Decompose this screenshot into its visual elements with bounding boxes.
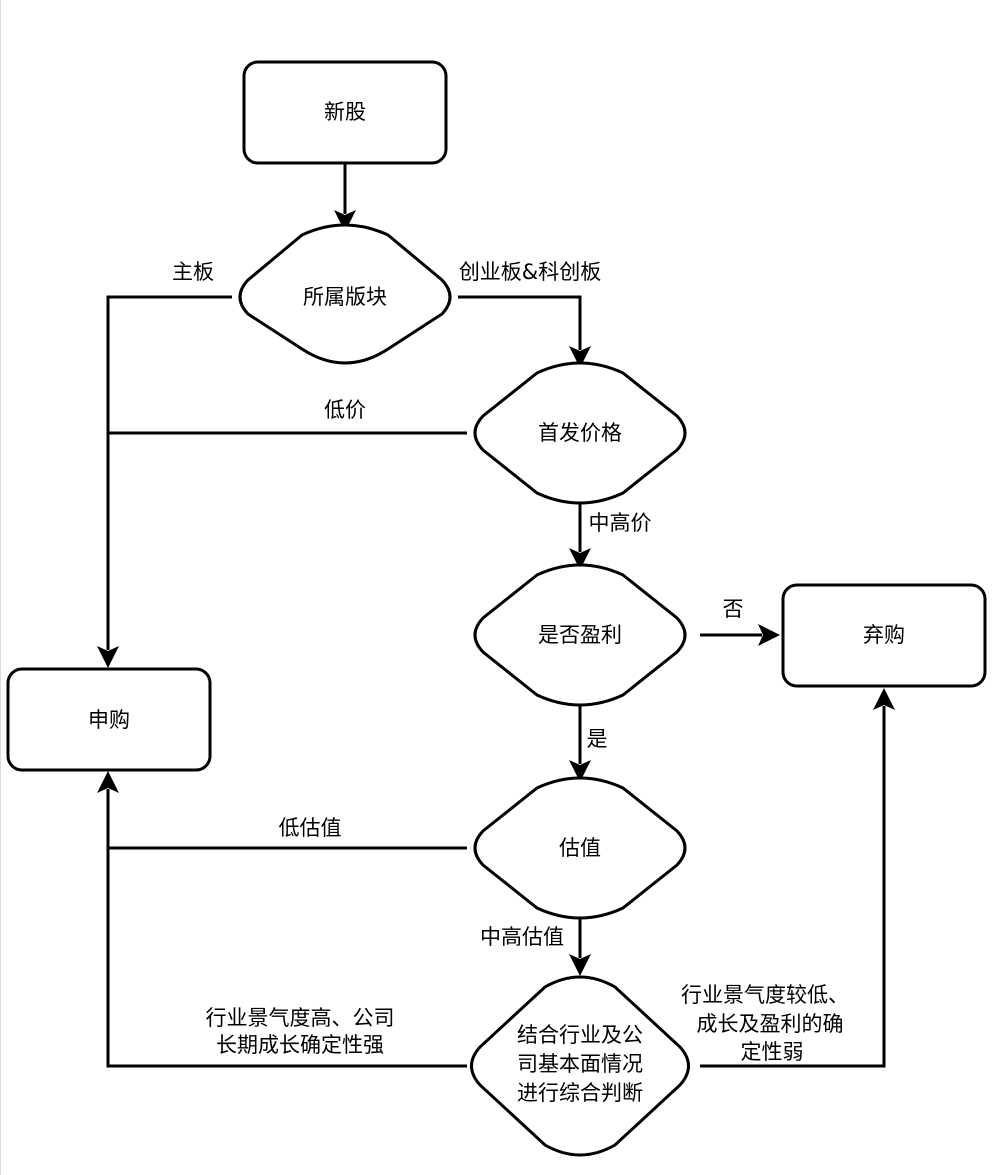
edge-board-main-to-subscribe xyxy=(106,295,232,650)
node-valuation-label: 估值 xyxy=(559,836,601,860)
arrowhead-profit xyxy=(569,548,591,570)
edge-label-mid-high-price: 中高价 xyxy=(589,511,652,535)
edge-combined-strong-to-subscribe xyxy=(106,789,467,1068)
arrowhead-ipo-price xyxy=(569,346,591,368)
node-new-stock-label: 新股 xyxy=(324,100,366,124)
edge-label-strong-line-1: 行业景气度高、公司 xyxy=(206,1006,395,1030)
arrowhead-valuation xyxy=(569,760,591,782)
arrowhead-board xyxy=(334,210,356,232)
node-combined-line-1: 结合行业及公 xyxy=(517,1023,643,1047)
arrowhead-combined xyxy=(569,954,591,976)
arrowhead-subscribe-bottom xyxy=(97,771,119,793)
node-profit-decision xyxy=(473,563,687,707)
edge-label-no: 否 xyxy=(723,597,744,621)
node-combined-decision xyxy=(470,975,690,1157)
edge-label-strong-line-2: 长期成长确定性强 xyxy=(216,1033,384,1057)
node-profit-label: 是否盈利 xyxy=(538,623,622,647)
node-ipo-price-decision xyxy=(473,361,687,505)
node-valuation-decision xyxy=(473,776,687,920)
edge-label-weak-line-3: 定性弱 xyxy=(741,1040,804,1064)
arrowhead-subscribe-top xyxy=(97,646,119,668)
edge-label-gem-star: 创业板&科创板 xyxy=(459,260,601,284)
edge-label-yes: 是 xyxy=(587,727,608,751)
edge-label-main-board: 主板 xyxy=(172,260,214,284)
edge-label-weak-line-1: 行业景气度较低、 xyxy=(681,983,849,1007)
arrowhead-abandon-bottom xyxy=(873,688,895,710)
node-board-decision xyxy=(238,223,452,365)
edge-board-to-ipo-price xyxy=(458,295,582,350)
node-subscribe-label: 申购 xyxy=(88,708,130,732)
node-ipo-price-label: 首发价格 xyxy=(538,421,622,445)
edge-label-low-valuation: 低估值 xyxy=(279,816,342,840)
canvas-left-border xyxy=(0,0,1,1175)
edge-combined-weak-to-abandon xyxy=(700,706,886,1068)
node-combined-line-3: 进行综合判断 xyxy=(517,1081,643,1105)
edge-label-low-price: 低价 xyxy=(324,398,366,422)
arrowhead-abandon-left xyxy=(758,624,780,646)
node-combined-line-2: 司基本面情况 xyxy=(517,1052,643,1076)
node-abandon-label: 弃购 xyxy=(863,623,905,647)
node-new-stock xyxy=(242,60,448,165)
node-board-label: 所属版块 xyxy=(303,285,387,309)
edge-label-mid-high-valuation: 中高估值 xyxy=(480,925,564,949)
node-subscribe xyxy=(6,667,212,772)
node-abandon xyxy=(781,583,987,688)
edge-label-weak-line-2: 成长及盈利的确 xyxy=(697,1012,844,1036)
